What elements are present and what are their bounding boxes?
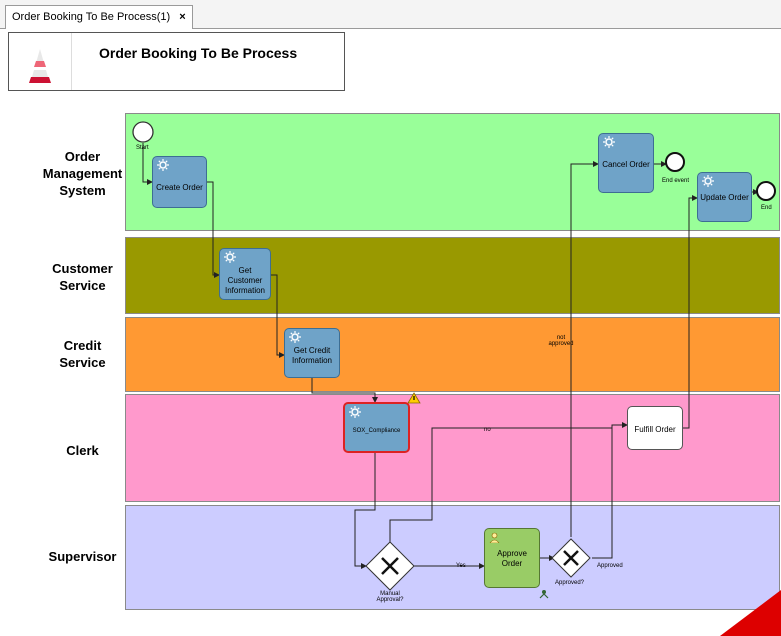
- manual-approval-gateway-icon: [365, 541, 415, 591]
- lane-body: [125, 505, 780, 610]
- task-label: Get Customer Information: [224, 266, 266, 295]
- lane-label: Credit Service: [59, 338, 106, 370]
- task-label: Approve Order: [497, 549, 527, 568]
- lane-label: Customer Service: [52, 261, 113, 293]
- end-event-icon: [665, 152, 685, 172]
- yes-label: Yes: [456, 563, 466, 569]
- task-label: Get Credit Information: [291, 346, 333, 365]
- not-approved-label: not approved: [548, 335, 574, 347]
- approved-gateway-icon: [551, 538, 591, 578]
- approve-order-task[interactable]: Approve Order: [484, 528, 540, 588]
- user-icon: [489, 532, 500, 543]
- tab-order-booking[interactable]: Order Booking To Be Process(1) ×: [5, 5, 193, 29]
- gear-icon: [603, 136, 615, 148]
- gear-icon: [289, 331, 301, 343]
- gear-icon: [224, 251, 236, 263]
- pyramid-logo-icon: [29, 49, 51, 83]
- task-label: Create Order: [156, 183, 203, 192]
- end-event-label: End event: [662, 178, 690, 184]
- approved-gateway-label: Approved?: [555, 580, 585, 586]
- start-event-icon: [132, 121, 154, 143]
- sox-compliance-task[interactable]: SOX_Compliance: [343, 402, 410, 453]
- gear-icon: [702, 175, 714, 187]
- fulfill-order-task[interactable]: Fulfill Order: [627, 406, 683, 450]
- no-label: no: [484, 427, 491, 433]
- red-arrow-icon: [720, 590, 781, 636]
- manual-approval-label: Manual Approval?: [376, 591, 404, 603]
- page-title: Order Booking To Be Process: [99, 45, 298, 61]
- lane-label: Clerk: [66, 443, 99, 458]
- lane-label: Order Management System: [42, 149, 123, 198]
- tab-label: Order Booking To Be Process(1): [12, 11, 171, 23]
- task-label: Cancel Order: [602, 160, 650, 169]
- close-icon[interactable]: ×: [179, 11, 186, 23]
- approved-label: Approved: [597, 563, 623, 569]
- process-header: Order Booking To Be Process: [8, 32, 345, 91]
- lane-body: [125, 113, 780, 231]
- start-label: Start: [136, 145, 149, 151]
- lane-body: [125, 317, 780, 392]
- warning-icon: [407, 392, 421, 404]
- task-label: Update Order: [700, 193, 749, 202]
- get-credit-information-task[interactable]: Get Credit Information: [284, 328, 340, 378]
- cancel-order-task[interactable]: Cancel Order: [598, 133, 654, 193]
- update-order-task[interactable]: Update Order: [697, 172, 752, 222]
- end-icon: [756, 181, 776, 201]
- tab-bar: Order Booking To Be Process(1) ×: [0, 0, 781, 29]
- person-marker-icon: [539, 590, 549, 599]
- lane-label: Supervisor: [48, 549, 117, 564]
- logo: [9, 33, 72, 90]
- gear-icon: [349, 406, 361, 418]
- task-label: SOX_Compliance: [352, 428, 401, 434]
- create-order-task[interactable]: Create Order: [152, 156, 207, 208]
- get-customer-information-task[interactable]: Get Customer Information: [219, 248, 271, 300]
- gear-icon: [157, 159, 169, 171]
- task-label: Fulfill Order: [634, 425, 676, 434]
- end-label: End: [761, 205, 772, 211]
